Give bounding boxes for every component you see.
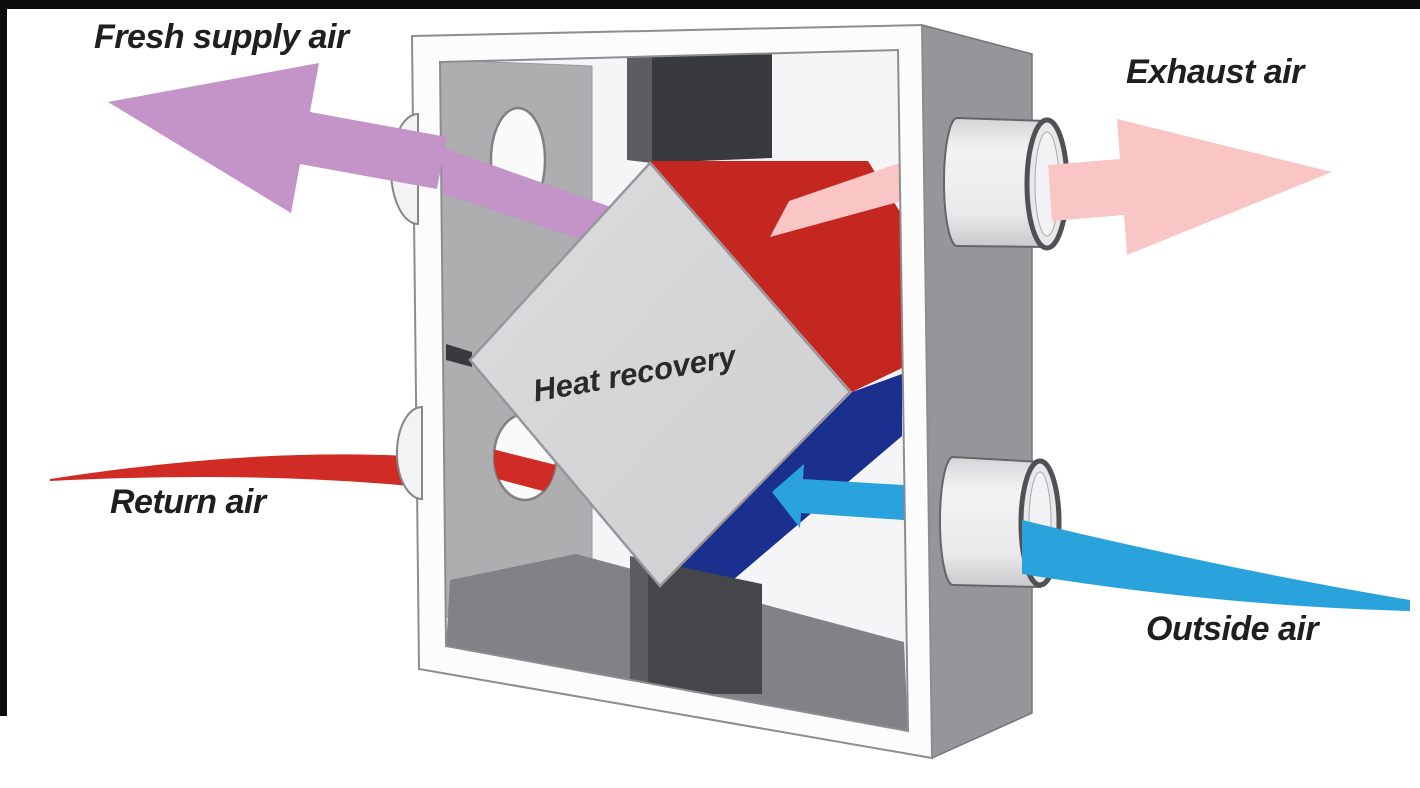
screenshot-border-left (0, 0, 7, 716)
duct-cylinder-top-right-body (943, 116, 1048, 249)
label-return-air: Return air (110, 483, 266, 521)
outside-air-arrow-inside (772, 464, 908, 528)
bottom-duct-left-face (630, 556, 648, 690)
label-fresh-supply-air: Fresh supply air (94, 18, 349, 56)
top-duct-left-face (627, 50, 652, 163)
exhaust-air-arrow (1048, 119, 1332, 255)
return-air-flow (50, 454, 410, 486)
heat-exchanger-core (468, 161, 852, 588)
exhaust-flow-inside (770, 156, 908, 237)
exchanger-hot-face (650, 161, 902, 392)
return-flow-through-hole (494, 449, 556, 495)
outside-air-flow (1022, 520, 1410, 611)
fresh-supply-flow-inside (440, 146, 625, 254)
duct-cylinder-top-right (943, 116, 1070, 251)
port-dome-bottom-left (396, 405, 423, 501)
top-duct-front-face (652, 50, 772, 163)
label-exhaust-air: Exhaust air (1126, 53, 1304, 91)
fresh-supply-air-arrow (108, 63, 447, 213)
mid-divider-edge (446, 344, 472, 367)
box-interior (440, 50, 908, 731)
bottom-duct-front-face (648, 560, 762, 694)
screenshot-border-top (0, 0, 1420, 9)
duct-cylinder-bottom-right-body (939, 455, 1041, 589)
label-outside-air: Outside air (1146, 610, 1319, 648)
